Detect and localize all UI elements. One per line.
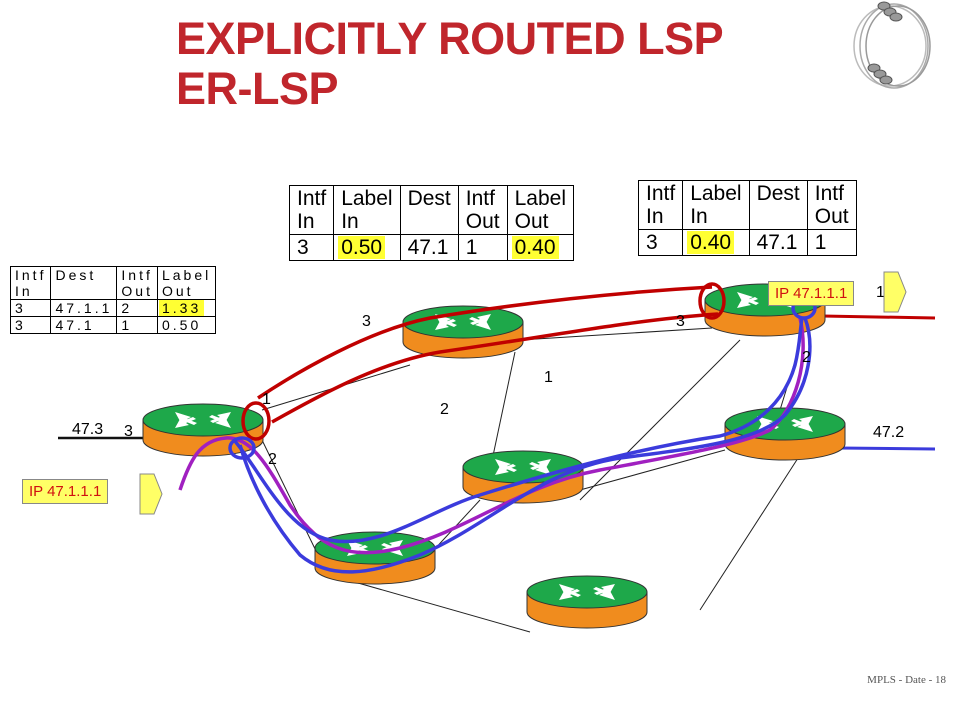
packet-right-arrow-icon <box>883 271 907 313</box>
tunnel-entry-icon <box>241 401 271 441</box>
port-left-top: 1 <box>262 391 271 408</box>
router-bottom-icon <box>526 575 648 629</box>
port-core-left: 3 <box>362 313 371 330</box>
port-left-in: 3 <box>124 423 133 440</box>
table-header-cell: Dest <box>50 266 118 300</box>
table-cell: 0.40 <box>506 234 575 261</box>
table-cell: 47.1 <box>399 234 459 261</box>
slide-title: EXPLICITLY ROUTED LSP ER-LSP <box>176 13 724 114</box>
port-core-down: 2 <box>440 401 449 418</box>
table-header-cell: Dest <box>399 185 459 235</box>
port-egress-down: 2 <box>802 349 811 366</box>
table-cell: 3 <box>9 299 52 317</box>
net-label-top-right: 1 <box>876 284 885 301</box>
table-cell: 0.50 <box>333 234 401 261</box>
net-label-right: 47.2 <box>873 424 904 441</box>
title-line-1: EXPLICITLY ROUTED LSP <box>176 13 724 64</box>
port-left-bottom: 2 <box>268 451 277 468</box>
table-cell: 1 <box>116 316 158 334</box>
mpls-logo-icon <box>853 1 931 89</box>
table-cell: 0.50 <box>156 316 217 334</box>
blue-path-outer <box>238 317 812 574</box>
title-line-2: ER-LSP <box>176 63 339 114</box>
table-cell: 3 <box>637 229 684 256</box>
port-egress-left: 3 <box>676 313 685 330</box>
packet-left-arrow-icon <box>139 473 163 515</box>
er-lsp-tunnel <box>257 285 719 424</box>
purple-path <box>178 317 805 555</box>
network-links <box>261 327 801 633</box>
table-cell: 0.40 <box>682 229 750 256</box>
tunnel-exit-icon <box>698 282 726 320</box>
blue-entry-icon <box>228 436 256 460</box>
table-cell: 1 <box>457 234 508 261</box>
blue-path-inner <box>232 317 804 544</box>
table-cell: 47.1 <box>748 229 808 256</box>
footer: MPLS - Date - 18 <box>867 674 946 686</box>
table-cell: 1 <box>806 229 857 256</box>
table-header-cell: Dest <box>748 180 808 230</box>
table-cell: 47.1 <box>50 316 118 334</box>
table-cell: 3 <box>9 316 52 334</box>
net-label-left: 47.3 <box>72 421 103 438</box>
port-core-right: 1 <box>544 369 553 386</box>
packet-right: IP 47.1.1.1 <box>768 281 855 306</box>
packet-left: IP 47.1.1.1 <box>22 479 109 504</box>
